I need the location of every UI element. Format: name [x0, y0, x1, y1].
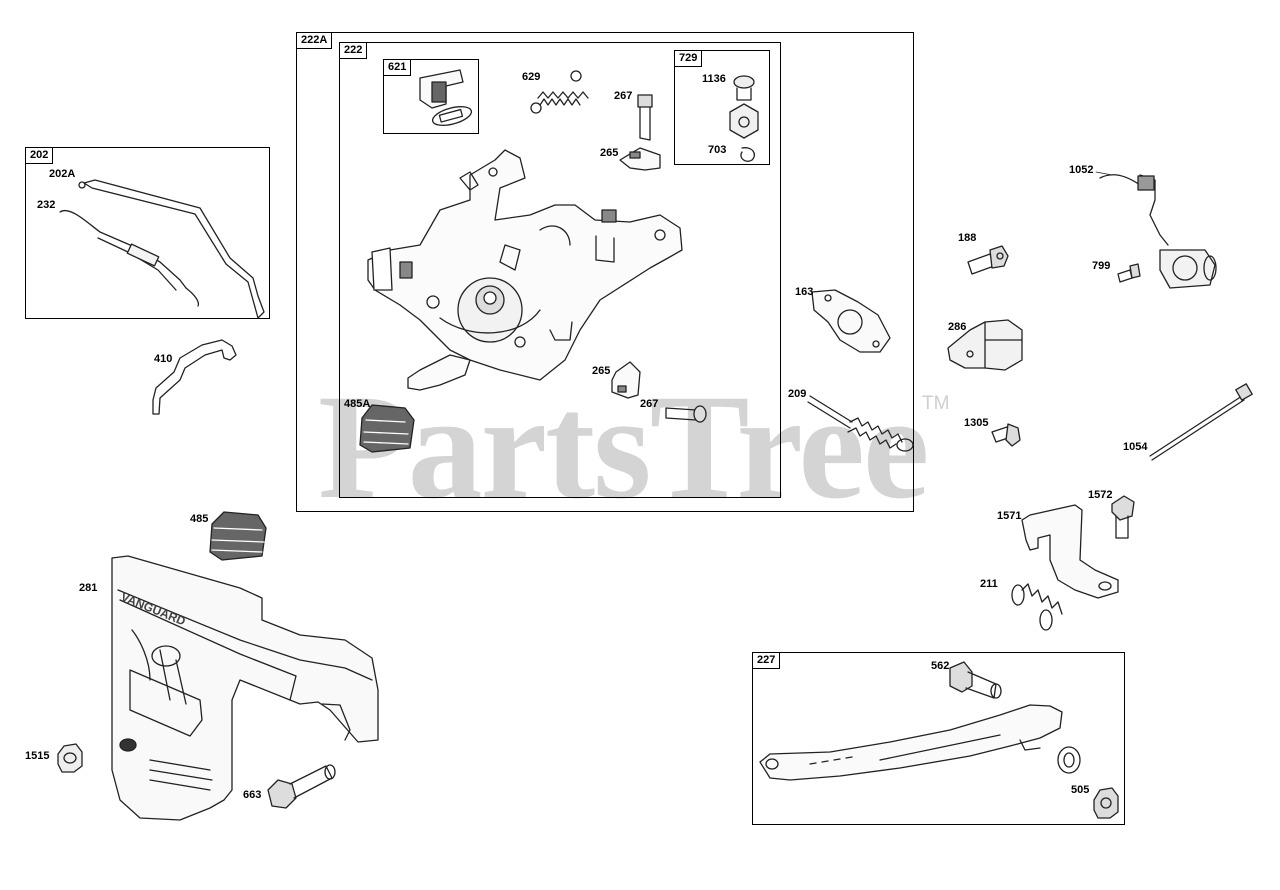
label-265-lower[interactable]: 265	[592, 365, 611, 377]
label-1515[interactable]: 1515	[25, 750, 50, 762]
label-163[interactable]: 163	[795, 286, 814, 298]
label-562[interactable]: 562	[931, 660, 950, 672]
part-505-nut[interactable]	[1093, 787, 1119, 819]
part-222-bracket[interactable]	[367, 149, 683, 391]
box-222a-tag[interactable]: 222A	[296, 32, 333, 49]
label-505[interactable]: 505	[1071, 784, 1090, 796]
label-267-top[interactable]: 267	[614, 90, 633, 102]
part-485-block[interactable]	[209, 511, 267, 561]
part-163-gasket[interactable]	[811, 289, 891, 353]
part-1136-screw[interactable]	[729, 75, 759, 139]
part-410-link[interactable]	[152, 339, 237, 415]
label-799[interactable]: 799	[1092, 260, 1111, 272]
label-209[interactable]: 209	[788, 388, 807, 400]
part-1515-nut[interactable]	[57, 743, 83, 773]
label-663[interactable]: 663	[243, 789, 262, 801]
part-188-bolt[interactable]	[967, 245, 1009, 275]
label-703[interactable]: 703	[708, 144, 727, 156]
part-1572-bolt[interactable]	[1111, 495, 1135, 539]
part-209-spring[interactable]	[807, 395, 914, 452]
label-485[interactable]: 485	[190, 513, 209, 525]
label-410[interactable]: 410	[154, 353, 173, 365]
part-267-screw-top[interactable]	[637, 94, 653, 141]
part-1052-switch[interactable]	[1099, 174, 1217, 289]
part-1571-bracket[interactable]	[1021, 504, 1119, 599]
label-485a[interactable]: 485A	[344, 398, 371, 410]
box-202: 202	[25, 147, 270, 319]
box-621-tag[interactable]: 621	[383, 59, 412, 76]
box-222a: 222A	[296, 32, 914, 512]
box-227: 227	[752, 652, 1125, 825]
part-286-cap[interactable]	[947, 319, 1023, 371]
part-799-screw[interactable]	[1117, 263, 1141, 283]
label-1054[interactable]: 1054	[1123, 441, 1148, 453]
label-1571[interactable]: 1571	[997, 510, 1022, 522]
box-729-tag[interactable]: 729	[674, 50, 703, 67]
part-211-spring[interactable]	[1011, 583, 1063, 631]
box-729: 729	[674, 50, 770, 165]
part-267-screw-lower[interactable]	[665, 405, 707, 423]
part-485a-block[interactable]	[359, 404, 415, 453]
label-1305[interactable]: 1305	[964, 417, 989, 429]
label-1052[interactable]: 1052	[1069, 164, 1094, 176]
label-188[interactable]: 188	[958, 232, 977, 244]
part-1305-screw[interactable]	[991, 423, 1021, 447]
part-281-cover[interactable]	[111, 555, 379, 821]
trademark-mark: TM	[922, 393, 950, 414]
part-232-cable[interactable]	[59, 209, 200, 307]
label-1136[interactable]: 1136	[702, 73, 726, 85]
label-211[interactable]: 211	[980, 578, 998, 590]
box-227-tag[interactable]: 227	[752, 652, 781, 669]
box-202-tag[interactable]: 202	[25, 147, 54, 164]
label-281[interactable]: 281	[79, 582, 98, 594]
part-227-lever[interactable]	[759, 704, 1063, 781]
part-663-bolt[interactable]	[267, 764, 336, 809]
label-1572[interactable]: 1572	[1088, 489, 1113, 501]
part-202a-rod[interactable]	[78, 179, 265, 319]
part-629-spring[interactable]	[530, 70, 589, 114]
label-267-lower[interactable]: 267	[640, 398, 659, 410]
part-562-pin[interactable]	[949, 661, 1002, 699]
label-232[interactable]: 232	[37, 199, 56, 211]
part-1054-tie[interactable]	[1149, 383, 1253, 461]
box-222: 222	[339, 42, 781, 498]
label-629[interactable]: 629	[522, 71, 541, 83]
box-222-tag[interactable]: 222	[339, 42, 368, 59]
box-621: 621	[383, 59, 479, 134]
part-265-clip-lower[interactable]	[611, 361, 641, 399]
label-265-top[interactable]: 265	[600, 147, 619, 159]
label-202a[interactable]: 202A	[49, 168, 76, 180]
part-227-washer[interactable]	[1057, 746, 1081, 774]
part-621-clip[interactable]	[419, 69, 473, 129]
leader-1052	[1095, 171, 1113, 176]
label-286[interactable]: 286	[948, 321, 967, 333]
part-703-eclip[interactable]	[740, 147, 756, 162]
part-265-clip-top[interactable]	[619, 147, 661, 171]
